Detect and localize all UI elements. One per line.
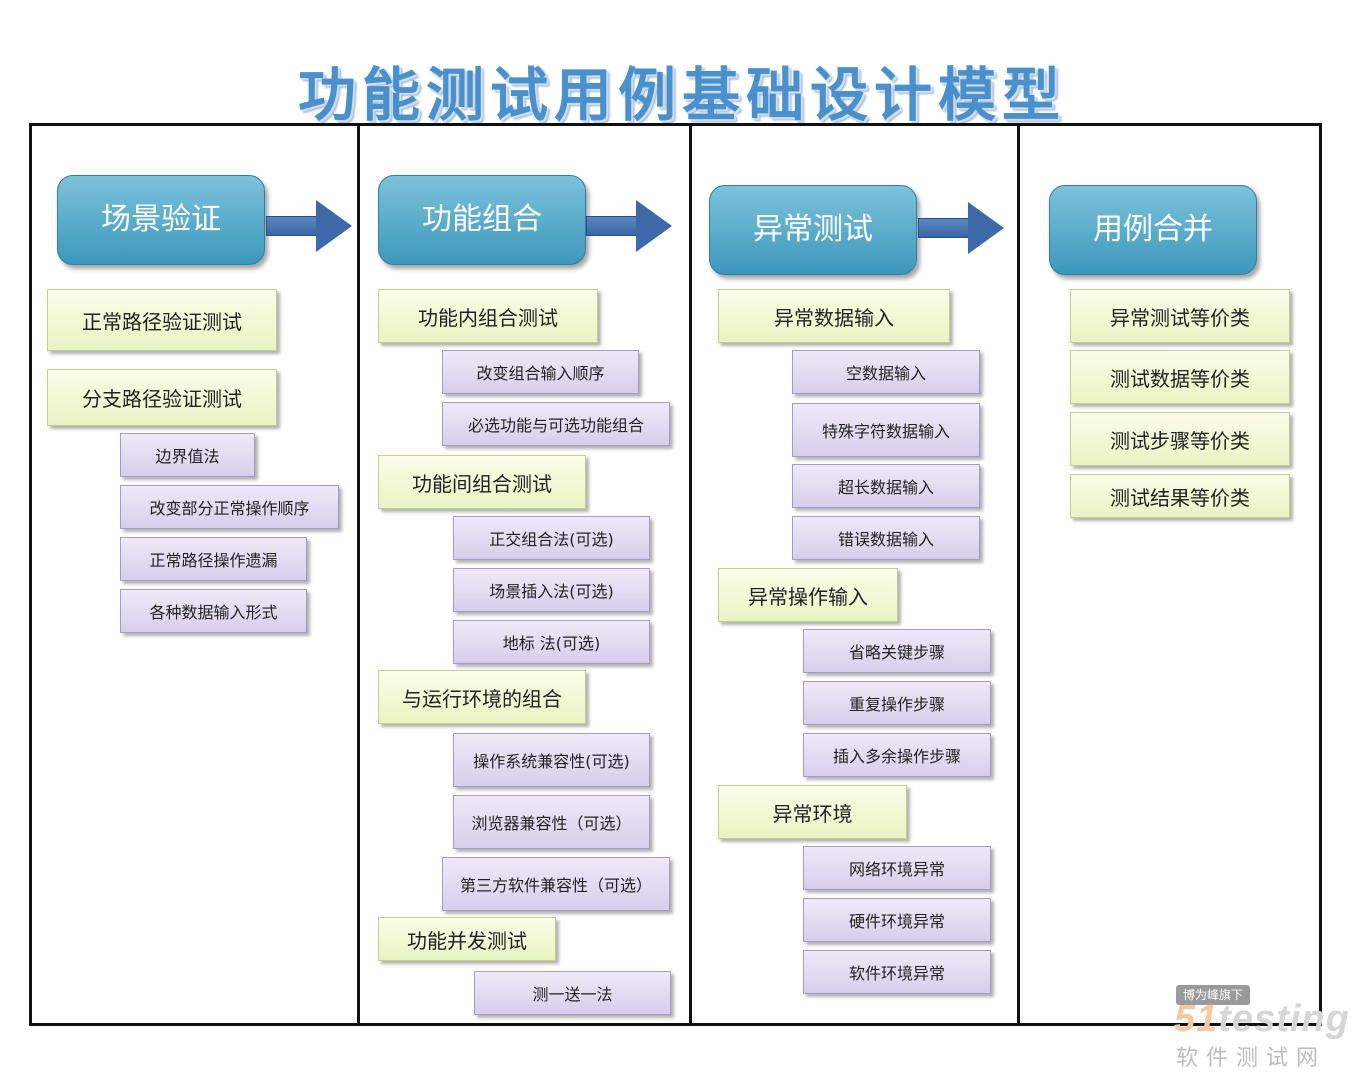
diagram-title: 功能测试用例基础设计模型 (297, 61, 1066, 129)
green-box: 异常测试等价类 (1070, 289, 1290, 343)
purple-box: 改变组合输入顺序 (442, 350, 639, 394)
watermark-logo-num: 51 (1174, 998, 1219, 1040)
purple-box: 网络环境异常 (803, 846, 991, 890)
column-divider (689, 123, 692, 1026)
purple-box: 地标 法(可选) (453, 620, 650, 664)
green-box: 正常路径验证测试 (47, 289, 277, 351)
green-box: 功能内组合测试 (378, 289, 598, 343)
purple-box: 操作系统兼容性(可选) (453, 733, 650, 787)
purple-box: 第三方软件兼容性（可选） (442, 857, 670, 911)
watermark-subtitle: 软件测试网 (1176, 1046, 1327, 1071)
green-box: 测试数据等价类 (1070, 350, 1290, 404)
green-box: 测试结果等价类 (1070, 474, 1290, 518)
purple-box: 硬件环境异常 (803, 898, 991, 942)
purple-box: 超长数据输入 (792, 464, 980, 508)
column-divider (1017, 123, 1020, 1026)
green-box: 异常操作输入 (718, 568, 898, 622)
diagram-frame (29, 123, 1322, 1026)
purple-box: 重复操作步骤 (803, 681, 991, 725)
purple-box: 软件环境异常 (803, 950, 991, 994)
green-box: 测试步骤等价类 (1070, 412, 1290, 466)
watermark-tag: 博为峰旗下 (1176, 985, 1250, 1005)
purple-box: 各种数据输入形式 (120, 589, 307, 633)
column-divider (357, 123, 360, 1026)
purple-box: 空数据输入 (792, 350, 980, 394)
green-box: 功能并发测试 (378, 917, 556, 961)
purple-box: 浏览器兼容性（可选） (453, 795, 650, 849)
green-box: 分支路径验证测试 (47, 369, 277, 426)
purple-box: 场景插入法(可选) (453, 568, 650, 612)
purple-box: 必选功能与可选功能组合 (442, 402, 670, 446)
purple-box: 边界值法 (120, 433, 255, 477)
watermark-logo: 51testing (1174, 998, 1350, 1041)
header-exception: 异常测试 (709, 185, 917, 275)
green-box: 与运行环境的组合 (378, 670, 586, 724)
purple-box: 插入多余操作步骤 (803, 733, 991, 777)
header-combination: 功能组合 (378, 175, 586, 265)
purple-box: 正交组合法(可选) (453, 516, 650, 560)
purple-box: 错误数据输入 (792, 516, 980, 560)
green-box: 异常环境 (718, 785, 907, 839)
purple-box: 省略关键步骤 (803, 629, 991, 673)
purple-box: 改变部分正常操作顺序 (120, 485, 339, 529)
green-box: 功能间组合测试 (378, 455, 586, 509)
green-box: 异常数据输入 (718, 289, 950, 343)
purple-box: 特殊字符数据输入 (792, 403, 980, 457)
header-merge: 用例合并 (1049, 185, 1257, 275)
purple-box: 正常路径操作遗漏 (120, 537, 307, 581)
watermark-logo-text: testing (1218, 998, 1350, 1040)
header-scenario: 场景验证 (57, 175, 265, 265)
purple-box: 测一送一法 (474, 971, 671, 1015)
